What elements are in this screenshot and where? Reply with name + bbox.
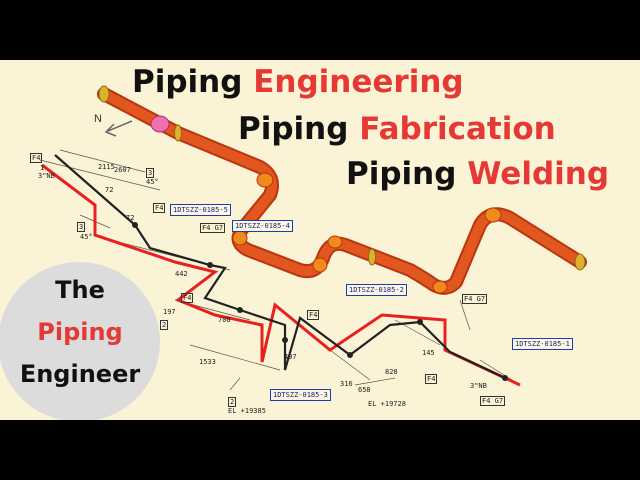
label-f4-mid: F4: [153, 203, 166, 213]
label-dim-658: 658: [358, 386, 371, 394]
label-nb-right: 3"NB: [470, 382, 487, 390]
label-two-left: 2: [160, 320, 169, 330]
label-f4g7-mid: F4 G7: [200, 223, 226, 233]
headline-piping-fabrication: Piping Fabrication: [238, 111, 556, 147]
label-el-right: EL +19728: [368, 400, 406, 408]
top-letterbox: [0, 0, 640, 60]
pipe-pink-fitting: [150, 115, 170, 133]
label-two-bottom: 2: [228, 397, 237, 407]
channel-badge: [0, 262, 160, 422]
label-el-left: EL +19385: [228, 407, 266, 415]
label-dim-708: 708: [218, 316, 231, 324]
line-tag: 1DTSZZ-0185-1: [512, 338, 573, 350]
headline-piping-welding: Piping Welding: [346, 156, 610, 192]
isometric-route-black: [54, 154, 506, 379]
label-f4-left: F4: [181, 293, 194, 303]
label-one-top: 1: [40, 164, 45, 172]
line-tag: 1DTSZZ-0185-5: [170, 204, 231, 216]
label-dim-497: 497: [284, 353, 297, 361]
label-dim-2607: 2607: [114, 166, 131, 174]
north-arrow-icon: [104, 120, 133, 137]
label-dim-316: 316: [340, 380, 353, 388]
headline-piping-engineering: Piping Engineering: [132, 64, 464, 100]
label-deg-45b: 45°: [80, 233, 93, 241]
label-f4-right: F4: [425, 374, 438, 384]
badge-line-the: The: [55, 276, 105, 304]
badge-line-piping: Piping: [37, 318, 123, 346]
line-tag: 1DTSZZ-0185-4: [232, 220, 293, 232]
north-label: N: [94, 113, 102, 125]
label-dim-2115: 2115: [98, 163, 115, 171]
label-dim-145: 145: [422, 349, 435, 357]
pipe-flanges: [98, 85, 586, 271]
line-tag: 1DTSZZ-0185-3: [270, 389, 331, 401]
pipe-elbows: [232, 172, 502, 294]
label-three-a: 3: [146, 168, 155, 178]
label-f4g7-bottom: F4 G7: [480, 396, 506, 406]
isometric-route-red: [41, 163, 521, 387]
label-dim-197: 197: [163, 308, 176, 316]
label-dim-1533: 1533: [199, 358, 216, 366]
line-tag: 1DTSZZ-0185-2: [346, 284, 407, 296]
label-dim-828: 828: [385, 368, 398, 376]
label-dim-72a: 72: [105, 186, 114, 194]
label-f4-center: F4: [307, 310, 320, 320]
isometric-valves: [132, 222, 508, 381]
label-deg-45a: 45°: [146, 178, 159, 186]
label-f4-top: F4: [30, 153, 43, 163]
label-nb-top: 3"NB: [38, 172, 55, 180]
label-dim-72b: 72: [126, 214, 135, 222]
label-dim-442: 442: [175, 270, 188, 278]
label-three-b: 3: [77, 222, 86, 232]
bottom-letterbox: [0, 420, 640, 480]
badge-line-engineer: Engineer: [19, 360, 141, 388]
label-f4g7-right: F4 G7: [462, 294, 488, 304]
